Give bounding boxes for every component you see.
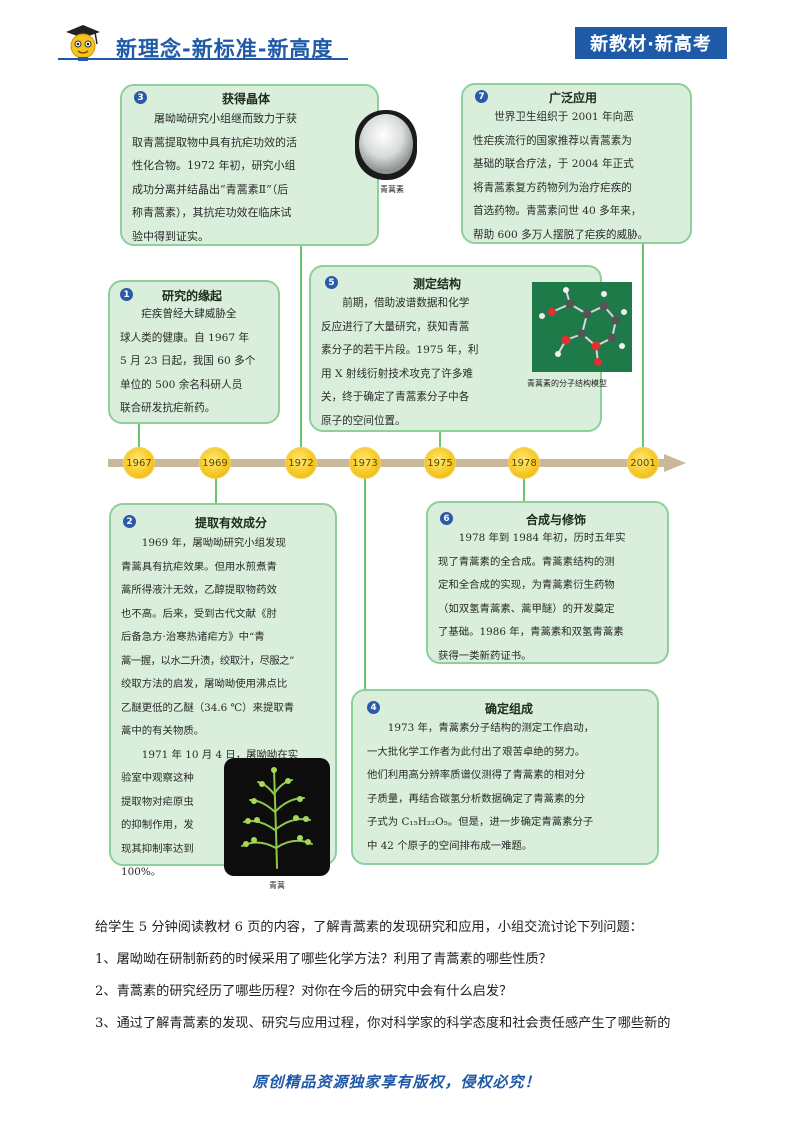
card-title: 提取有效成分 [195, 516, 268, 530]
mascot-logo-icon [66, 25, 100, 61]
card-title: 研究的缘起 [162, 289, 223, 303]
image-caption: 青蒿素 [380, 185, 404, 194]
card-body: 前期，借助波谱数据和化学 反应进行了大量研究，获知青蒿 素分子的若干片段。197… [321, 297, 479, 427]
copyright-footer: 原创精品资源独家享有版权，侵权必究！ [252, 1073, 541, 1091]
step-number-badge: 2 [123, 515, 136, 528]
card-determine-composition: 4 确定组成 1973 年，青蒿素分子结构的测定工作启动， 一大批化学工作者为此… [351, 689, 659, 865]
card-body: 1969 年，屠呦呦研究小组发现 青蒿具有抗疟效果。但用水煎煮青 蒿所得液汁无效… [121, 537, 299, 878]
timeline-year-1969: 1969 [200, 448, 230, 478]
question-2: 2、青蒿素的研究经历了哪些历程？对你在今后的研究中会有什么启发？ [95, 984, 513, 999]
card-title: 广泛应用 [549, 91, 598, 105]
card-body: 疟疾曾经大肆威胁全 球人类的健康。自 1967 年 5 月 23 日起，我国 6… [120, 308, 256, 414]
image-caption: 青蒿 [269, 881, 285, 890]
connector-1978 [523, 463, 525, 503]
card-body: 1978 年到 1984 年初，历时五年实 现了青蒿素的全合成。青蒿素结构的测 … [438, 532, 626, 662]
card-synthesis-modification: 6 合成与修饰 1978 年到 1984 年初，历时五年实 现了青蒿素的全合成。… [426, 501, 669, 664]
header-badge: 新教材·新高考 [575, 27, 727, 59]
artemisinin-crystal-image [355, 110, 417, 180]
question-1: 1、屠呦呦在研制新药的时候采用了哪些化学方法？利用了青蒿素的哪些性质？ [95, 952, 552, 967]
step-number-badge: 5 [325, 276, 338, 289]
card-wide-application: 7 广泛应用 世界卫生组织于 2001 年向恶 性疟疾流行的国家推荐以青蒿素为 … [461, 83, 692, 244]
step-number-badge: 4 [367, 701, 380, 714]
connector-1972 [300, 232, 302, 464]
card-research-origin: 1 研究的缘起 疟疾曾经大肆威胁全 球人类的健康。自 1967 年 5 月 23… [108, 280, 280, 424]
card-body: 1973 年，青蒿素分子结构的测定工作启动， 一大批化学工作者为此付出了艰苦卓绝… [367, 722, 595, 852]
card-title: 获得晶体 [222, 92, 271, 106]
connector-1973 [364, 463, 366, 697]
header-slogan: 新理念-新标准-新高度 [116, 37, 334, 61]
card-title: 测定结构 [413, 277, 462, 291]
connector-1969 [215, 463, 217, 505]
card-title: 确定组成 [485, 702, 534, 716]
timeline-year-1967: 1967 [124, 448, 154, 478]
timeline-arrow-icon [664, 454, 686, 472]
artemisia-plant-image [224, 758, 330, 876]
timeline-year-1975: 1975 [425, 448, 455, 478]
molecular-model-image [532, 282, 632, 372]
timeline-axis [108, 459, 668, 467]
connector-2001 [642, 243, 644, 463]
step-number-badge: 7 [475, 90, 488, 103]
card-body: 屠呦呦研究小组继而致力于获 取青蒿提取物中具有抗疟功效的活 性化合物。1972 … [132, 112, 297, 243]
timeline-year-1973: 1973 [350, 448, 380, 478]
step-number-badge: 6 [440, 512, 453, 525]
timeline-year-1972: 1972 [286, 448, 316, 478]
card-extract-active-ingredient: 2 提取有效成分 1969 年，屠呦呦研究小组发现 青蒿具有抗疟效果。但用水煎煮… [109, 503, 337, 878]
image-caption: 青蒿素的分子结构模型 [527, 379, 607, 388]
card-obtain-crystal: 3 获得晶体 屠呦呦研究小组继而致力于获 取青蒿提取物中具有抗疟功效的活 性化合… [120, 84, 379, 246]
card-body: 世界卫生组织于 2001 年向恶 性疟疾流行的国家推荐以青蒿素为 基础的联合疗法… [473, 111, 649, 241]
step-number-badge: 3 [134, 91, 147, 104]
header-divider [58, 58, 348, 60]
question-3: 3、通过了解青蒿素的发现、研究与应用过程，你对科学家的科学态度和社会责任感产生了… [95, 1016, 671, 1031]
connector-1967 [138, 423, 140, 463]
timeline-year-1978: 1978 [509, 448, 539, 478]
reading-instruction: 给学生 5 分钟阅读教材 6 页的内容，了解青蒿素的发现研究和应用，小组交流讨论… [95, 920, 643, 935]
connector-1975 [439, 431, 441, 463]
timeline-year-2001: 2001 [628, 448, 658, 478]
card-title: 合成与修饰 [526, 513, 587, 527]
step-number-badge: 1 [120, 288, 133, 301]
